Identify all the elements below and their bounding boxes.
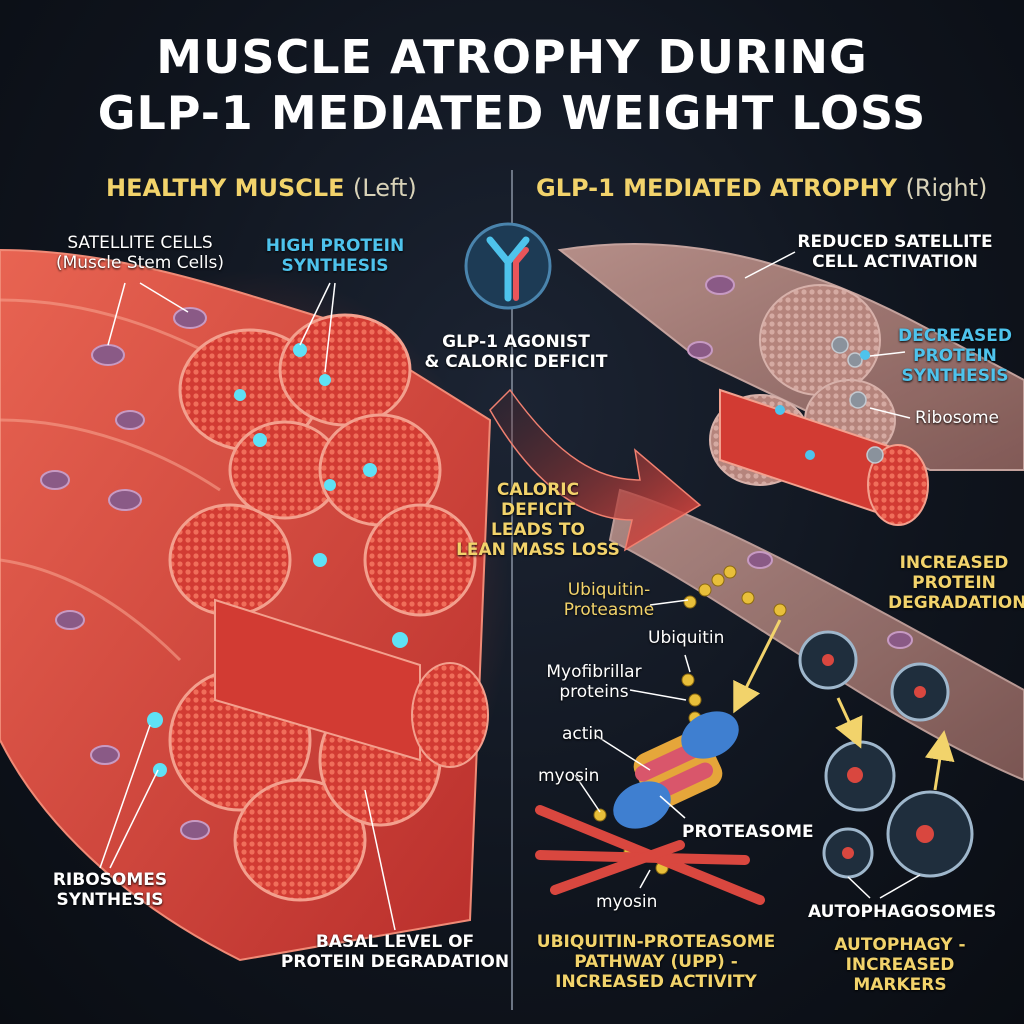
left-panel-heading: HEALTHY MUSCLE (Left) [106,174,417,202]
glp1-antibody-icon [464,222,552,310]
caloric-deficit-arrow [489,388,702,552]
upp-line-1: UBIQUITIN-PROTEASOME [536,932,776,952]
caloric-line-1: CALORIC [496,480,580,500]
autophagy-label: AUTOPHAGY - INCREASED MARKERS [800,935,1000,995]
title-line-1: MUSCLE ATROPHY DURING [156,30,868,84]
ribosomes-line-1: RIBOSOMES [52,870,168,890]
upp-line-2: PATHWAY (UPP) - [574,952,738,972]
glp1-agonist-label: GLP-1 AGONIST & CALORIC DEFICIT [418,332,614,372]
decreased-synthesis-label: DECREASED PROTEIN SYNTHESIS [890,326,1020,386]
reduced-line-2: CELL ACTIVATION [812,252,978,272]
satellite-cells-subtitle: (Muscle Stem Cells) [55,253,224,273]
right-panel-heading: GLP-1 MEDIATED ATROPHY (Right) [536,174,987,202]
increased-line-2: PROTEIN [912,573,996,593]
right-panel-side-label: (Right) [905,174,988,202]
ubiquitin-proteasome-label: Ubiquitin- Proteasme [554,580,664,620]
reduced-line-1: REDUCED SATELLITE [797,232,993,252]
increased-degradation-label: INCREASED PROTEIN DEGRADATION [888,553,1024,613]
healthy-muscle-illustration [0,248,510,962]
autophagy-line-1: AUTOPHAGY - [834,935,966,955]
agonist-line-2: & CALORIC DEFICIT [424,352,608,372]
basal-degradation-label: BASAL LEVEL OF PROTEIN DEGRADATION [280,932,510,972]
caloric-deficit-label: CALORIC DEFICIT LEADS TO LEAN MASS LOSS [448,480,628,560]
decreased-line-2: PROTEIN [913,346,997,366]
high-protein-synthesis-label: HIGH PROTEIN SYNTHESIS [260,236,410,276]
ub-proteasome-line-2: Proteasme [563,600,655,620]
high-protein-line-2: SYNTHESIS [281,256,389,276]
atrophied-muscle-illustration [464,222,1024,905]
proteasome-label: PROTEASOME [682,822,814,842]
title-line-2: GLP-1 MEDIATED WEIGHT LOSS [97,86,927,140]
left-panel-heading-text: HEALTHY MUSCLE [106,174,345,202]
satellite-cells-title: SATELLITE CELLS [67,233,213,253]
ubiquitin-label: Ubiquitin [648,628,725,648]
ribosome-label: Ribosome [915,408,1000,428]
myosin-label-lower: myosin [596,892,658,912]
actin-label: actin [562,724,604,744]
right-panel-heading-text: GLP-1 MEDIATED ATROPHY [536,174,898,202]
left-panel-side-label: (Left) [352,174,417,202]
agonist-line-1: GLP-1 AGONIST [442,332,590,352]
myofibrillar-proteins-label: Myofibrillar proteins [534,662,654,702]
high-protein-line-1: HIGH PROTEIN [265,236,405,256]
satellite-cells-label: SATELLITE CELLS (Muscle Stem Cells) [40,233,240,273]
upp-line-3: INCREASED ACTIVITY [555,972,757,992]
autophagy-line-2: INCREASED MARKERS [845,955,955,995]
reduced-satellite-label: REDUCED SATELLITE CELL ACTIVATION [790,232,1000,272]
upp-label: UBIQUITIN-PROTEASOME PATHWAY (UPP) - INC… [536,932,776,992]
caloric-line-4: LEAN MASS LOSS [456,540,620,560]
ub-proteasome-line-1: Ubiquitin- [567,580,651,600]
increased-line-1: INCREASED [899,553,1009,573]
caloric-line-2: DEFICIT [500,500,576,520]
basal-line-1: BASAL LEVEL OF [315,932,475,952]
basal-line-2: PROTEIN DEGRADATION [280,952,510,972]
autophagosomes-label: AUTOPHAGOSOMES [808,902,997,922]
increased-line-3: DEGRADATION [888,593,1024,613]
myofib-line-1: Myofibrillar [546,662,642,682]
myofib-line-2: proteins [559,682,629,702]
proteasome-icon [613,711,739,829]
myosin-label-upper: myosin [538,766,600,786]
myosin-filaments [535,805,765,905]
ribosomes-line-2: SYNTHESIS [56,890,164,910]
ribosomes-synthesis-label: RIBOSOMES SYNTHESIS [30,870,190,910]
caloric-line-3: LEADS TO [491,520,585,540]
decreased-line-1: DECREASED [897,326,1013,346]
decreased-line-3: SYNTHESIS [901,366,1009,386]
